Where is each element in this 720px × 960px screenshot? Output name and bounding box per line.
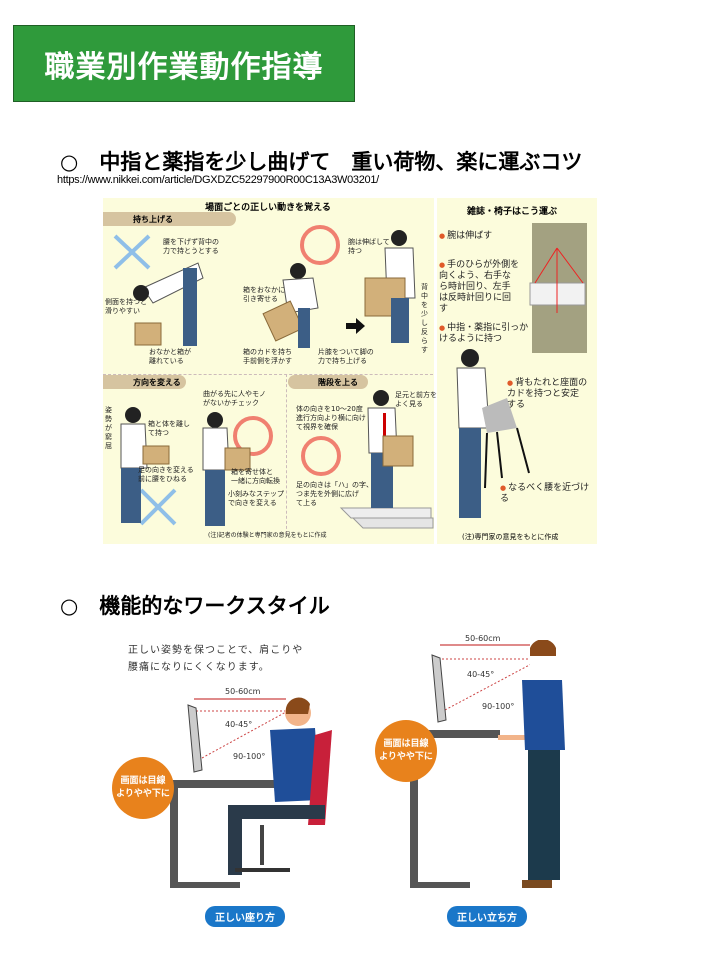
note: 腰を下げず背中の 力で持とうとする: [163, 238, 219, 255]
note: 体の向きを10〜20度 進行方向より横に向け て視界を確保: [296, 405, 366, 431]
workstation-drawings: [170, 644, 530, 888]
monitor: [187, 704, 203, 773]
stairs: [339, 507, 434, 529]
person-figure: [367, 390, 414, 508]
magazine-chair-panel: 雑誌・椅子はこう運ぶ 腕は伸ばす 手のひらが外側を 向くよう、右手な ら時計回り…: [437, 198, 597, 544]
note: 腕は伸ばして 持つ: [348, 238, 390, 255]
note: 中指・薬指に引っか けるように持つ: [439, 323, 528, 345]
lifting-illustrations: [113, 225, 434, 529]
standing-label-badge: 正しい立ち方: [447, 906, 527, 927]
person-figure: [120, 407, 170, 523]
source-url[interactable]: https://www.nikkei.com/article/DGXDZC522…: [57, 174, 379, 186]
footnote: (注)記者の体験と専門家の意見をもとに作成: [208, 532, 327, 539]
angle-label: 40-45°: [467, 670, 495, 679]
circle-ok-icon: [233, 416, 273, 456]
angle-label: 90-100°: [482, 702, 515, 711]
note: 姿勢が 窮屈: [105, 406, 112, 450]
person-figure: [133, 262, 204, 346]
person-figure: [364, 230, 416, 343]
note: 背もたれと座面の カドを持つと安定 する: [507, 378, 587, 411]
note: 手のひらが外側を 向くよう、右手な ら時計回り、左手 は反時計回りに回 す: [439, 260, 519, 315]
note: 箱を寄せ体と 一緒に方向転換: [231, 468, 280, 485]
angle-label: 40-45°: [225, 720, 253, 729]
note: 箱をおなかに 引き寄せる: [243, 286, 285, 303]
distance-label: 50-60cm: [225, 687, 261, 696]
note: 箱のカドを持ち 手前側を浮かす: [243, 348, 292, 365]
cross-icon: [139, 488, 177, 526]
desk: [170, 780, 300, 788]
angle-label: 90-100°: [233, 752, 266, 761]
person-standing: [522, 640, 565, 888]
person-seated: [270, 728, 320, 802]
person-figure: [202, 412, 251, 526]
note: 背中を 少し 反らす: [421, 283, 428, 354]
tip-bubble: 画面は目線 よりやや下に: [375, 720, 437, 782]
chair: [308, 730, 332, 825]
infographic-title: 場面ごとの正しい動きを覚える: [205, 203, 331, 213]
section-label-stairs: 階段を上る: [288, 375, 368, 389]
note: 足の向きは「ハ」の字、 つま先を外側に広げ て上る: [296, 481, 373, 507]
distance-label: 50-60cm: [465, 634, 501, 643]
desk: [410, 730, 500, 738]
circle-ok-icon: [300, 225, 340, 265]
note: おなかと箱が 離れている: [149, 348, 191, 365]
footnote: (注)専門家の意見をもとに作成: [462, 533, 559, 541]
note: 側面を持つと 滑りやすい: [105, 298, 147, 315]
note: 足の向きを変える 前に腰をひねる: [138, 466, 194, 483]
section1-heading: ○ 中指と薬指を少し曲げて 重い荷物、楽に運ぶコツ: [60, 150, 583, 174]
page-title: 職業別作業動作指導: [44, 49, 324, 85]
arrow-right-icon: [346, 318, 365, 334]
note: 足元と前方を よく見る: [395, 391, 437, 408]
carry-illustrations: [456, 223, 587, 518]
lifting-infographic: 場面ごとの正しい動きを覚える 持ち上げる 方向を変える 階段を上る: [103, 198, 597, 544]
section-label-turn: 方向を変える: [103, 375, 186, 389]
note: 片膝をついて脚の 力で持ち上げる: [318, 348, 374, 365]
person-figure: [262, 263, 319, 348]
sitting-label-badge: 正しい座り方: [205, 906, 285, 927]
title-banner: 職業別作業動作指導: [13, 25, 355, 102]
note: なるべく腰を近づける: [500, 483, 597, 505]
circle-ok-icon: [301, 436, 341, 476]
section-label-lift: 持ち上げる: [103, 212, 236, 226]
intro-text: 正しい姿勢を保つことで、肩こりや 腰痛になりにくくなります。: [128, 645, 304, 673]
cross-icon: [113, 234, 151, 270]
note: 腕は伸ばす: [439, 231, 492, 242]
note: 箱と体を離し て持つ: [148, 420, 190, 437]
section2-heading: ○ 機能的なワークスタイル: [60, 594, 330, 618]
monitor: [431, 654, 447, 723]
note: 小刻みなステップ で向きを変える: [228, 490, 284, 507]
divider: [434, 198, 437, 544]
posture-illustration: 正しい姿勢を保つことで、肩こりや 腰痛になりにくくなります。 50-60cm 4…: [110, 630, 530, 930]
divider: [286, 374, 287, 534]
tip-bubble: 画面は目線 よりやや下に: [112, 757, 174, 819]
panel-title: 雑誌・椅子はこう運ぶ: [467, 207, 558, 217]
divider: [103, 374, 433, 375]
note: 曲がる先に人やモノ がないかチェック: [203, 390, 266, 407]
